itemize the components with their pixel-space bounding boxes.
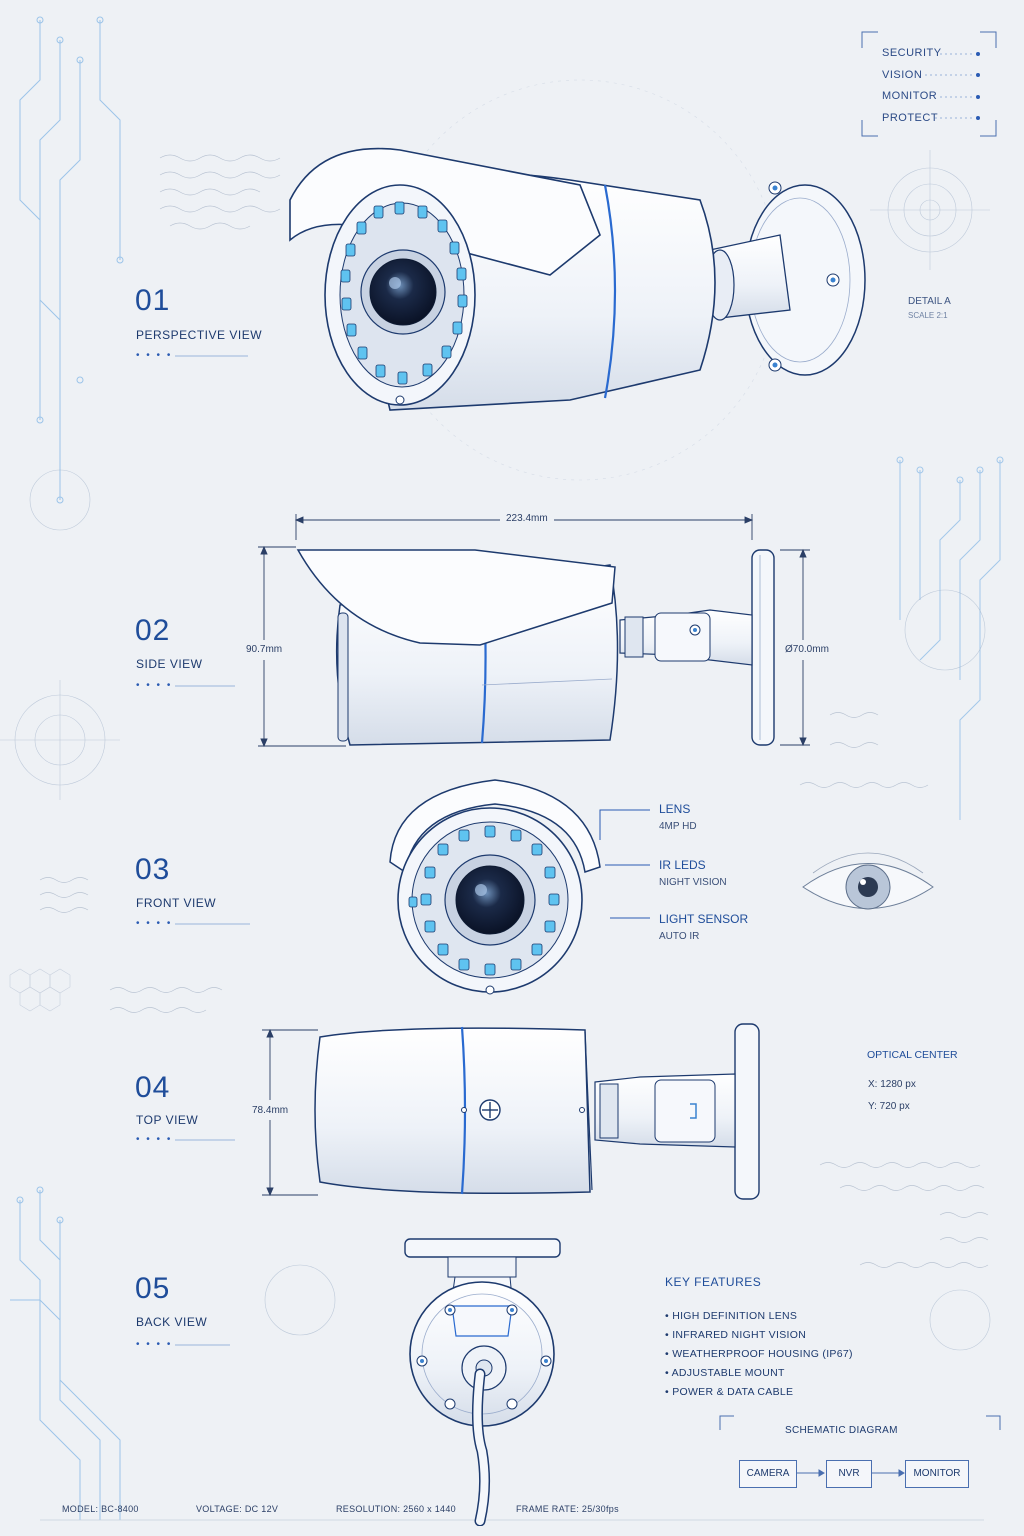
crosshair-icon	[479, 1099, 501, 1121]
detail-label: DETAIL A	[908, 296, 951, 307]
front-view-camera	[389, 779, 601, 995]
eye-icon	[802, 852, 934, 910]
perspective-view-camera	[289, 147, 866, 411]
view-title-side: SIDE VIEW	[136, 657, 203, 671]
view-number-05: 05	[135, 1272, 171, 1305]
side-view-camera	[296, 549, 775, 746]
callout-ir-title: IR LEDS	[659, 858, 706, 872]
view-dots: • • • •	[136, 680, 173, 691]
footer-model: MODEL: BC-8400	[62, 1504, 139, 1514]
optical-center-title: OPTICAL CENTER	[867, 1049, 958, 1061]
dimension-top-height: 78.4mm	[252, 1105, 289, 1116]
legend-item: MONITOR	[882, 90, 938, 102]
view-dots: • • • •	[136, 918, 173, 929]
circuit-trace-icon	[10, 16, 124, 1520]
callout-ir-subtitle: NIGHT VISION	[659, 877, 727, 888]
legend-item: SECURITY	[882, 47, 942, 59]
back-view-camera	[404, 1238, 561, 1526]
view-dots: • • • •	[136, 350, 173, 361]
legend-item: VISION	[882, 68, 923, 81]
legend: SECURITY VISION MONITOR PROTECT	[882, 43, 962, 129]
callout-lines	[599, 809, 650, 919]
detail-scale: SCALE 2:1	[908, 311, 948, 320]
dimension-mount-diameter: Ø70.0mm	[785, 644, 829, 655]
schematic-title: SCHEMATIC DIAGRAM	[785, 1425, 898, 1436]
footer-resolution: RESOLUTION: 2560 x 1440	[336, 1504, 456, 1514]
view-number-01: 01	[135, 284, 171, 317]
schematic-connectors	[796, 1469, 905, 1477]
list-item: • WEATHERPROOF HOUSING (IP67)	[665, 1348, 853, 1360]
view-title-back: BACK VIEW	[136, 1315, 208, 1329]
footer-voltage: VOLTAGE: DC 12V	[196, 1504, 279, 1514]
list-item: • INFRARED NIGHT VISION	[665, 1329, 807, 1341]
dimension-length: 223.4mm	[500, 513, 554, 524]
schematic-node-camera: CAMERA	[739, 1460, 797, 1488]
schematic-node-nvr: NVR	[826, 1460, 872, 1488]
callout-sensor-title: LIGHT SENSOR	[659, 912, 749, 926]
features-title: KEY FEATURES	[665, 1275, 762, 1289]
view-number-04: 04	[135, 1071, 171, 1104]
view-title-top: TOP VIEW	[136, 1113, 199, 1127]
top-view-camera	[314, 1023, 760, 1200]
features-list: • HIGH DEFINITION LENS • INFRARED NIGHT …	[665, 1307, 865, 1402]
view-dots: • • • •	[136, 1134, 173, 1145]
view-number-03: 03	[135, 853, 171, 886]
list-item: • POWER & DATA CABLE	[665, 1386, 794, 1398]
schematic-node-monitor: MONITOR	[905, 1460, 969, 1488]
legend-item: PROTECT	[882, 111, 939, 124]
view-dots: • • • •	[136, 1339, 173, 1350]
list-item: • HIGH DEFINITION LENS	[665, 1310, 798, 1322]
list-item: • ADJUSTABLE MOUNT	[665, 1367, 785, 1379]
view-number-02: 02	[135, 614, 171, 647]
callout-lens-title: LENS	[659, 802, 691, 816]
footer-frame-rate: FRAME RATE: 25/30fps	[516, 1504, 619, 1514]
callout-sensor-subtitle: AUTO IR	[659, 931, 700, 942]
optical-center-x: X: 1280 px	[868, 1079, 916, 1090]
optical-center-y: Y: 720 px	[868, 1101, 910, 1112]
callout-lens-subtitle: 4MP HD	[659, 821, 697, 832]
dimension-height: 90.7mm	[246, 644, 283, 655]
view-title-front: FRONT VIEW	[136, 896, 217, 910]
view-title-perspective: PERSPECTIVE VIEW	[136, 328, 263, 342]
